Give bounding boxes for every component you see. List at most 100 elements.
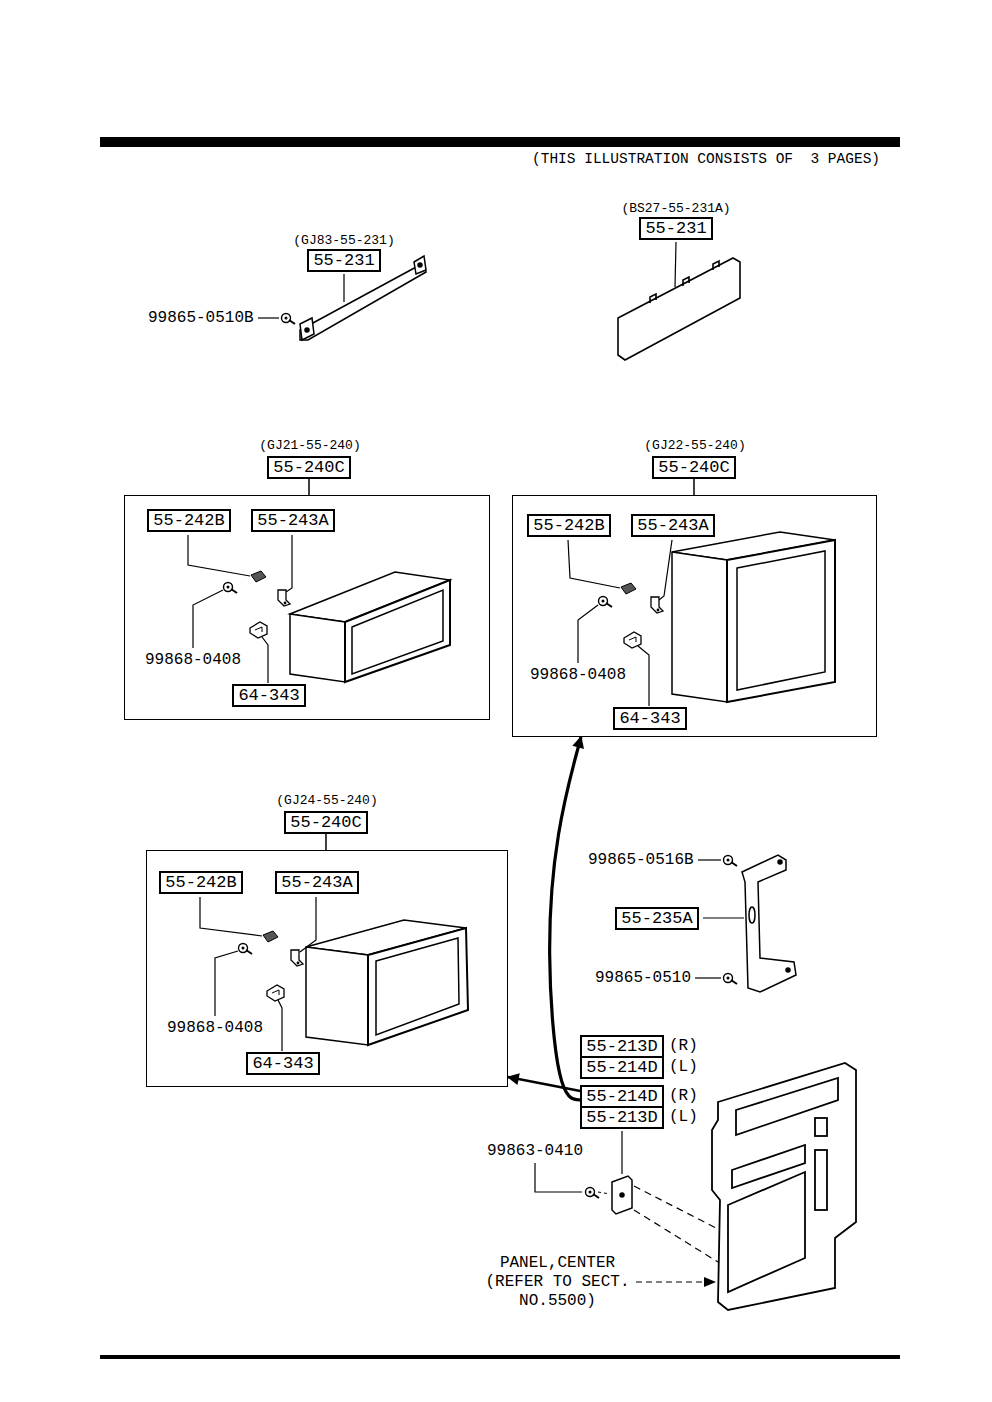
bar-tab [414, 256, 426, 274]
leader-line [703, 917, 744, 918]
clip [267, 985, 284, 1001]
part-number: 64-343 [238, 686, 299, 705]
bracket [278, 590, 290, 606]
plate-clip [713, 261, 719, 270]
leader-line [258, 317, 279, 318]
clip [250, 622, 267, 638]
bracket-hole [778, 860, 782, 864]
bracket [291, 950, 303, 966]
leader-line [286, 535, 292, 592]
screw [224, 583, 238, 594]
part-number: 99868-0408 [530, 666, 626, 684]
leader-line [215, 951, 238, 1016]
leader-lines [695, 860, 744, 978]
pocket-opening [737, 551, 825, 690]
part-number-box: 55-235A [615, 907, 698, 930]
bar-tab [300, 318, 314, 340]
part-number: 99863-0410 [487, 1142, 583, 1160]
connector [308, 479, 310, 495]
part-number-box: 55-213D [580, 1035, 663, 1058]
leader-line [300, 897, 316, 952]
part-number-box: 55-242B [527, 514, 610, 537]
part-number-box: 55-242B [159, 871, 242, 894]
part-number-box: 55-213D [580, 1106, 663, 1129]
part-number-box: 55-243A [251, 509, 334, 532]
bolt [724, 974, 738, 985]
panel-vent [815, 1150, 827, 1210]
variant-code: (BS27-55-231A) [621, 202, 730, 216]
dashed-leader [636, 1281, 706, 1282]
part-number-box: 55-214D [580, 1085, 663, 1108]
connector [508, 1077, 580, 1091]
side-mark: (R) [669, 1087, 698, 1105]
part-number: 99865-0510B [148, 309, 254, 327]
screw [586, 1188, 600, 1199]
part-number: 55-214D [586, 1058, 657, 1077]
part-number: 55-231 [313, 251, 374, 270]
part-number: 55-242B [153, 511, 224, 530]
part-number: 55-240C [290, 813, 361, 832]
part-number: 55-240C [658, 458, 729, 477]
pocket-side [306, 947, 368, 1045]
part-number: 55-242B [533, 516, 604, 535]
variant-frame: (GJ22-55-240)55-242B55-243A64-343 [512, 495, 877, 737]
variant-code: (GJ22-55-240) [644, 439, 745, 453]
part-number-box: 64-343 [246, 1052, 319, 1075]
pocket [290, 572, 450, 682]
part-number-box: (BS27-55-231A)55-231 [639, 217, 712, 240]
part-number: 64-343 [619, 709, 680, 728]
part-number-box: 55-240C [284, 811, 367, 834]
reference-note: PANEL,CENTER (REFER TO SECT. NO.5500) [475, 1254, 640, 1311]
plate-clip [683, 277, 689, 286]
part-number: 55-214D [586, 1087, 657, 1106]
footer-rule [100, 1355, 900, 1359]
part-number: 55-243A [257, 511, 328, 530]
leader-line [262, 637, 268, 683]
panel-outline [712, 1063, 856, 1310]
pad [263, 931, 278, 942]
variant-code: (GJ24-55-240) [276, 794, 377, 808]
pad [251, 571, 266, 582]
leader-arrowhead [704, 1277, 716, 1287]
bracket-hole [786, 968, 790, 972]
clip-hole [620, 1193, 624, 1197]
connector [325, 834, 327, 850]
connector [693, 479, 695, 495]
part-number: 55-235A [621, 909, 692, 928]
part-number: 99868-0408 [167, 1019, 263, 1037]
variant-code: (GJ83-55-231) [293, 234, 394, 248]
side-bracket [742, 855, 796, 992]
side-mark: (L) [669, 1108, 698, 1126]
pocket-rim [727, 540, 835, 702]
bracket [651, 597, 663, 613]
bolt [282, 314, 296, 325]
pocket-rim [368, 928, 468, 1045]
part-number-box: 55-243A [275, 871, 358, 894]
leader-line [659, 540, 672, 600]
clip-body [612, 1176, 632, 1214]
bracket-slot [749, 907, 755, 923]
part-number: 55-242B [165, 873, 236, 892]
bar-body [300, 262, 426, 340]
panel-vent [815, 1118, 827, 1136]
leader-line [598, 1192, 610, 1194]
pocket-rim [345, 580, 450, 682]
leader-line [695, 977, 721, 978]
plate-body [618, 258, 740, 360]
part-number: 99865-0510 [595, 969, 691, 987]
pocket-side [672, 552, 727, 702]
leader-line [278, 1000, 282, 1051]
leader-line [675, 242, 676, 287]
leader-line [193, 590, 223, 648]
bolt [724, 856, 738, 867]
plate-clip [650, 294, 656, 303]
leader-line [535, 1163, 582, 1192]
pocket-opening [352, 590, 443, 674]
part-number-box: 64-343 [232, 684, 305, 707]
part-number: 99865-0516B [588, 851, 694, 869]
leader-line [343, 274, 344, 302]
part-number-box: 55-214D [580, 1056, 663, 1079]
pocket-side [290, 614, 345, 682]
panel-opening [728, 1172, 805, 1292]
